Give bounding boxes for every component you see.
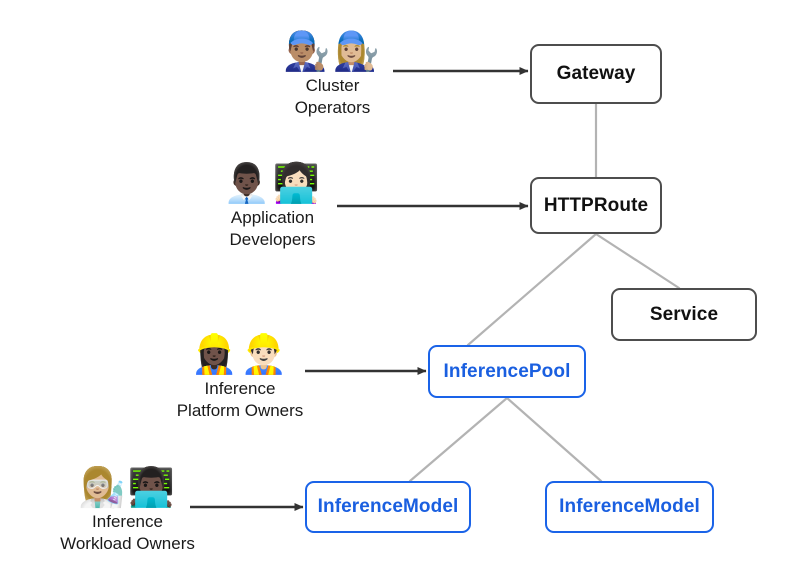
persona-cluster-operators: 👨🏽‍🔧👩🏼‍🔧 Cluster Operators (255, 30, 410, 119)
inference-platform-owners-label: Inference Platform Owners (176, 379, 304, 420)
node-httproute[interactable]: HTTPRoute (530, 177, 662, 234)
application-developers-icon: 👨🏿‍💼👩🏻‍💻 (223, 163, 322, 205)
node-gateway[interactable]: Gateway (530, 44, 662, 104)
edge-inferencepool-inferencemodel-2 (505, 396, 603, 483)
persona-inference-workload-owners: 👩🏼‍🔬👨🏿‍💻 Inference Workload Owners (35, 466, 220, 555)
node-inferencepool[interactable]: InferencePool (428, 345, 586, 398)
persona-inference-platform-owners: 👷🏿‍♀️👷🏻‍♂️ Inference Platform Owners (150, 333, 330, 422)
edge-inferencepool-inferencemodel-1 (408, 396, 509, 483)
inference-platform-owners-icon: 👷🏿‍♀️👷🏻‍♂️ (190, 334, 290, 376)
application-developers-label: Application Developers (229, 208, 316, 249)
node-service[interactable]: Service (611, 288, 757, 341)
persona-application-developers: 👨🏿‍💼👩🏻‍💻 Application Developers (195, 162, 350, 251)
cluster-operators-label: Cluster Operators (294, 76, 371, 117)
node-inferencemodel-2[interactable]: InferenceModel (545, 481, 714, 533)
inference-workload-owners-icon: 👩🏼‍🔬👨🏿‍💻 (78, 467, 177, 509)
edge-httproute-inferencepool (466, 232, 598, 347)
inference-workload-owners-label: Inference Workload Owners (60, 512, 195, 553)
node-inferencemodel-1[interactable]: InferenceModel (305, 481, 471, 533)
edge-httproute-service (594, 232, 681, 290)
cluster-operators-icon: 👨🏽‍🔧👩🏼‍🔧 (283, 31, 382, 73)
